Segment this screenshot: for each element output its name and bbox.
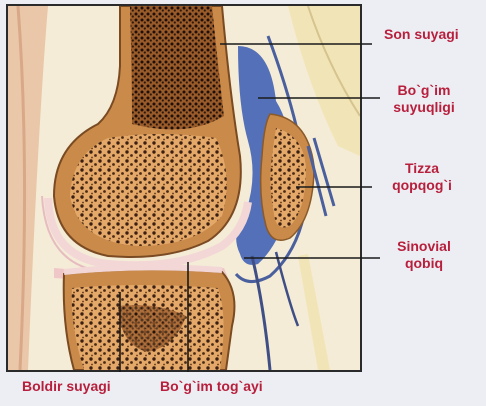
- label-sinovial-qobiq: Sinovial qobiq: [384, 238, 464, 272]
- label-tizza-qopqogi-line1: Tizza: [380, 160, 464, 177]
- label-son-suyagi: Son suyagi: [384, 26, 459, 43]
- label-tizza-qopqogi: Tizza qopqog`i: [380, 160, 464, 194]
- label-boldir-suyagi: Boldir suyagi: [22, 378, 111, 395]
- label-bogim-togayi: Bo`g`im tog`ayi: [160, 378, 263, 395]
- label-bogim-suyuqligi: Bo`g`im suyuqligi: [384, 82, 464, 116]
- label-sinovial-qobiq-line1: Sinovial: [384, 238, 464, 255]
- label-sinovial-qobiq-line2: qobiq: [384, 255, 464, 272]
- label-bogim-suyuqligi-line1: Bo`g`im: [384, 82, 464, 99]
- label-tizza-qopqogi-line2: qopqog`i: [380, 177, 464, 194]
- label-bogim-suyuqligi-line2: suyuqligi: [384, 99, 464, 116]
